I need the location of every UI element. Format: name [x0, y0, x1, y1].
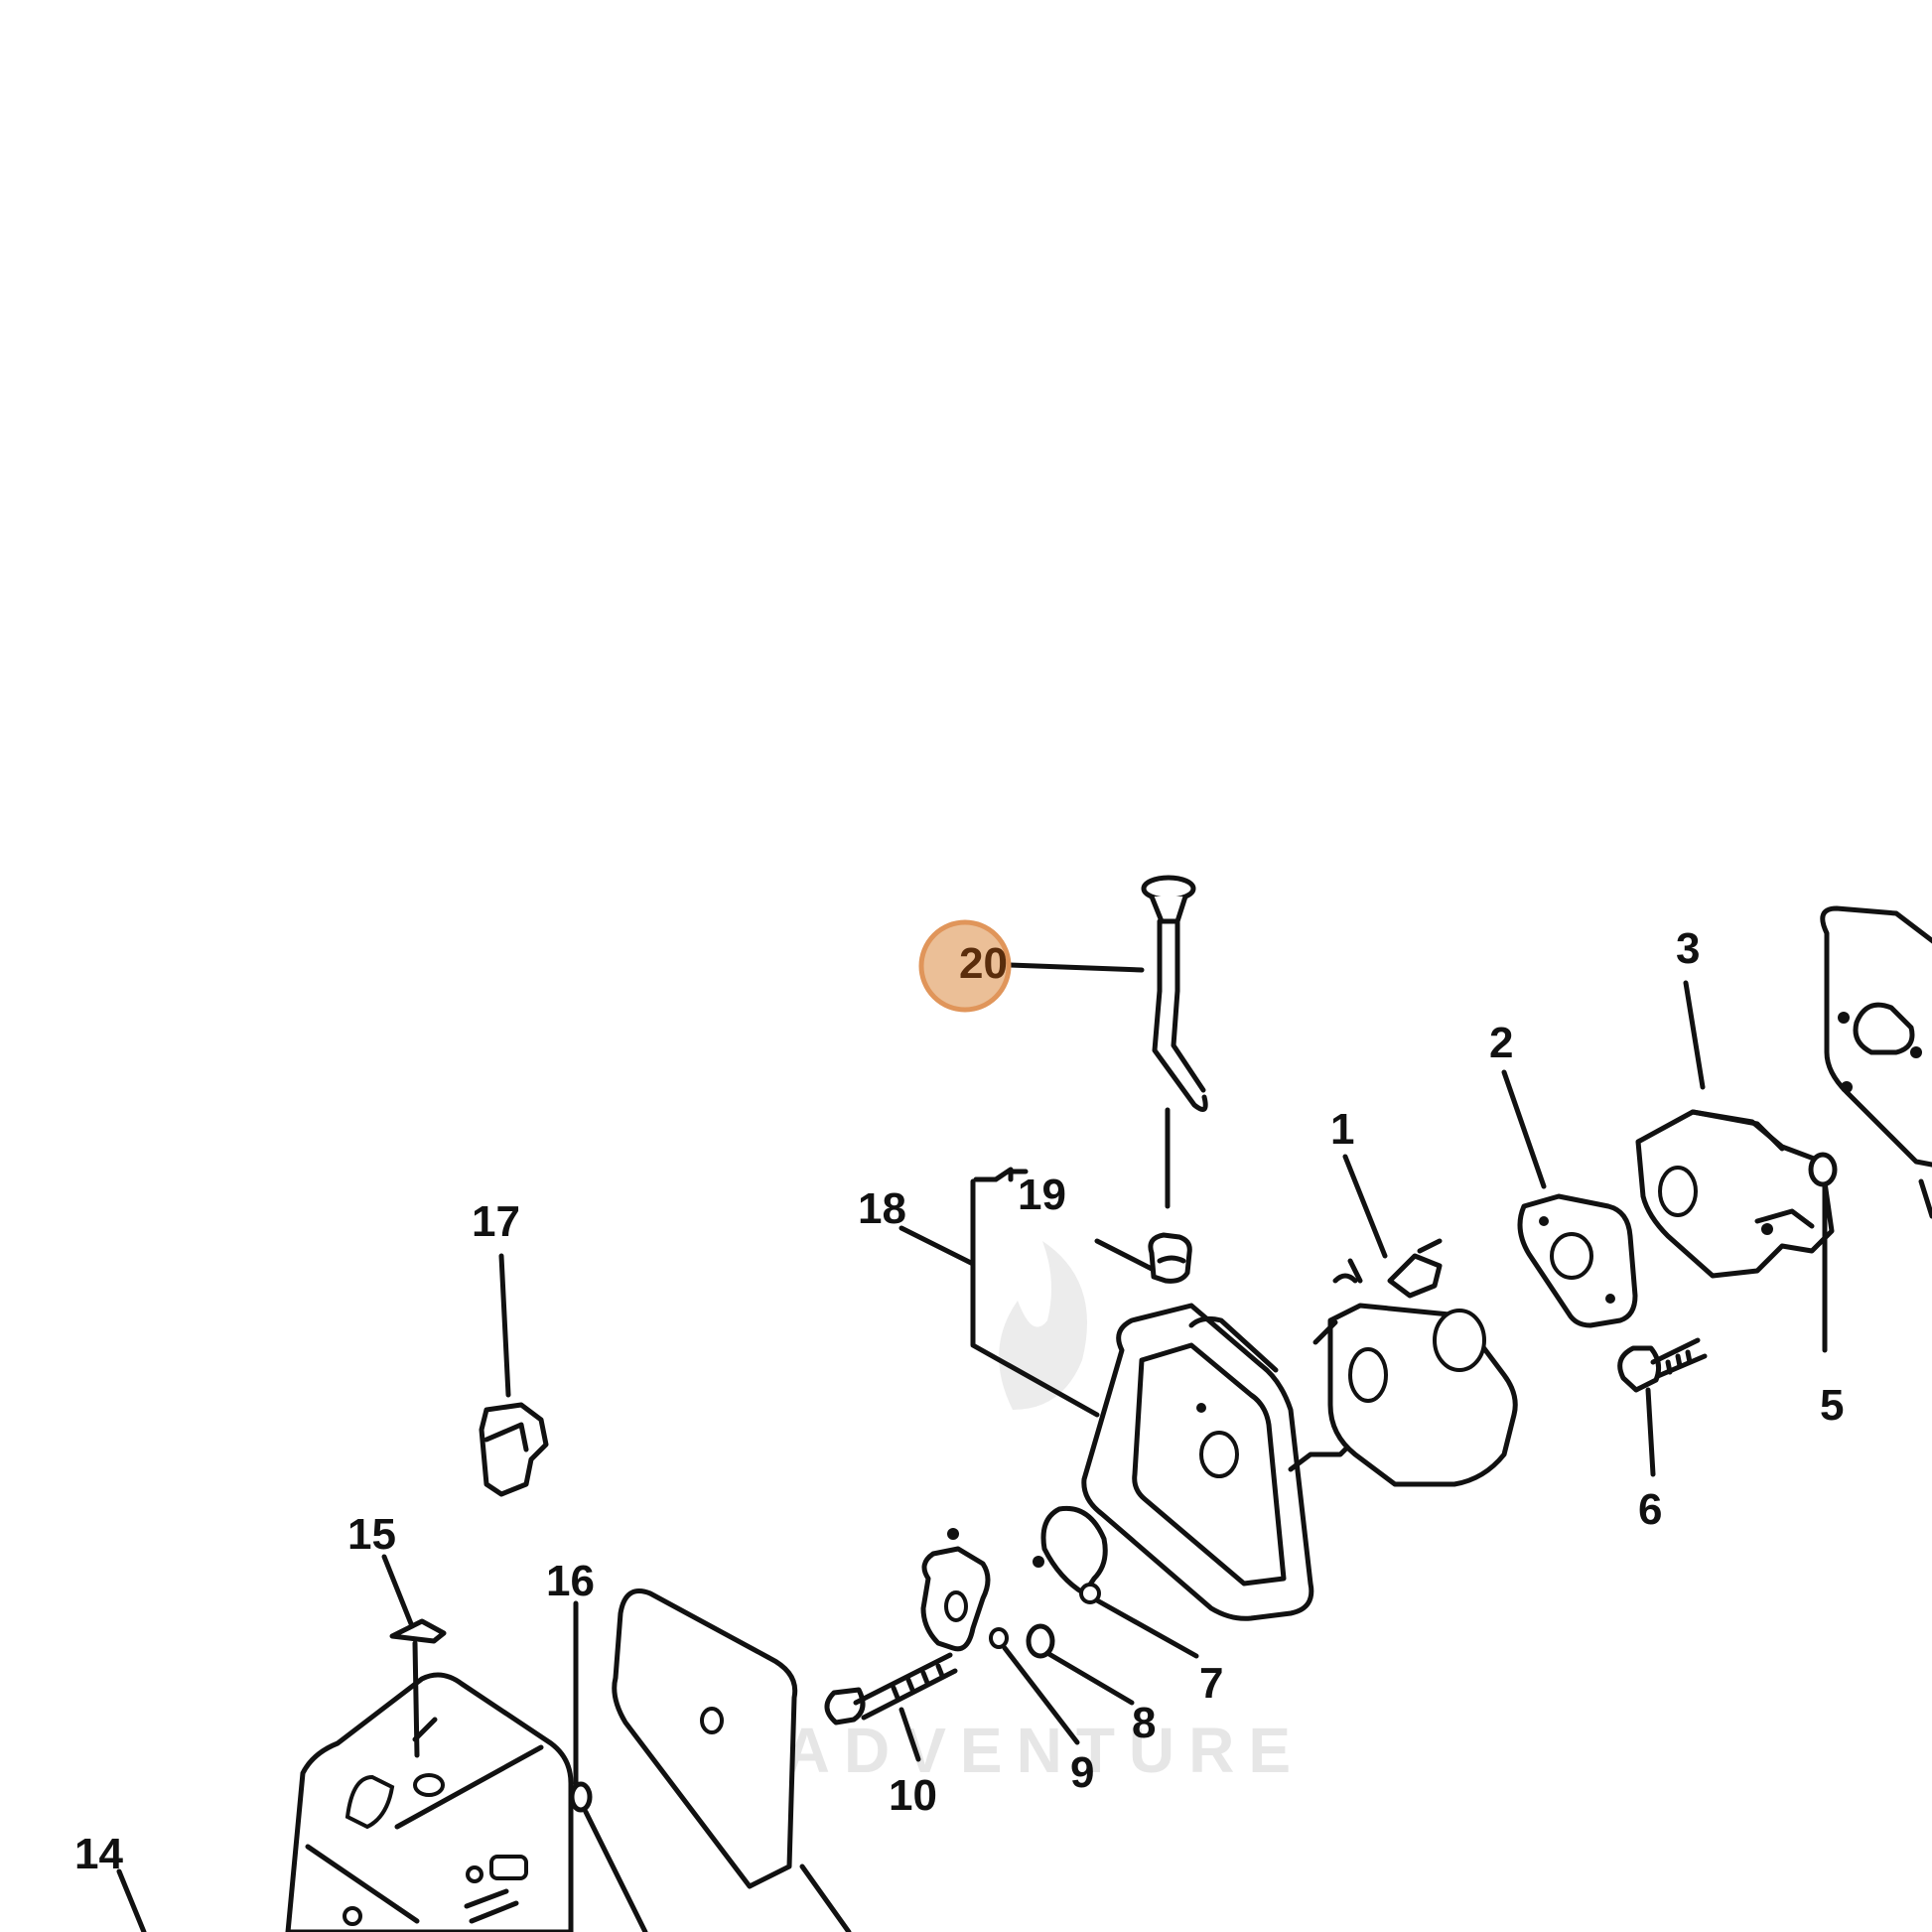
part-3-intake-adaptor[interactable]	[1635, 1109, 1835, 1279]
part-9-bracket[interactable]	[920, 1528, 1009, 1652]
callout-17[interactable]: 17	[472, 1197, 520, 1246]
callout-19[interactable]: 19	[1018, 1171, 1066, 1219]
part-20-choke-rod[interactable]	[1141, 875, 1208, 1112]
part-14-filter-cover[interactable]	[285, 1672, 574, 1932]
callout-5[interactable]: 5	[1820, 1381, 1844, 1430]
callout-3[interactable]: 3	[1676, 924, 1700, 973]
part-4-cylinder-gasket[interactable]	[1820, 905, 1932, 1168]
part-1-carburetor[interactable]	[1312, 1238, 1518, 1487]
callout-10[interactable]: 10	[889, 1771, 937, 1820]
part-15-clip[interactable]	[389, 1618, 447, 1644]
callout-6[interactable]: 6	[1638, 1485, 1662, 1534]
callout-8[interactable]: 8	[1132, 1699, 1156, 1747]
choke-bushing[interactable]	[1148, 1232, 1192, 1284]
callout-2[interactable]: 2	[1489, 1019, 1513, 1067]
callout-7[interactable]: 7	[1199, 1659, 1223, 1708]
part-10-bolt[interactable]	[824, 1652, 958, 1725]
callout-14[interactable]: 14	[74, 1830, 123, 1878]
callout-9[interactable]: 9	[1070, 1748, 1094, 1797]
callout-18[interactable]: 18	[858, 1184, 906, 1233]
callout-1[interactable]: 1	[1330, 1105, 1354, 1154]
part-5-washer[interactable]	[1808, 1152, 1838, 1187]
callout-15[interactable]: 15	[347, 1510, 396, 1559]
part-18-filter-base[interactable]	[1081, 1303, 1353, 1621]
part-6-screw[interactable]	[1617, 1337, 1708, 1393]
leader-lines	[116, 962, 1932, 1932]
part-11-filter-element[interactable]	[612, 1588, 798, 1889]
part-19-wire[interactable]	[970, 1167, 1100, 1418]
callouts: 20 1 2 3 5 6 7 8 9 10 14 15 16 17 18 19	[74, 924, 1844, 1878]
part-2-gasket[interactable]	[1517, 1193, 1638, 1328]
part-8-nut[interactable]	[1026, 1623, 1055, 1659]
part-16-ring[interactable]	[569, 1781, 593, 1813]
selected-callout-highlight[interactable]	[918, 919, 1012, 1013]
callout-20[interactable]: 20	[959, 939, 1008, 988]
callout-16[interactable]: 16	[546, 1557, 595, 1605]
part-17-block[interactable]	[479, 1402, 549, 1497]
part-7-ring[interactable]	[1033, 1505, 1108, 1604]
